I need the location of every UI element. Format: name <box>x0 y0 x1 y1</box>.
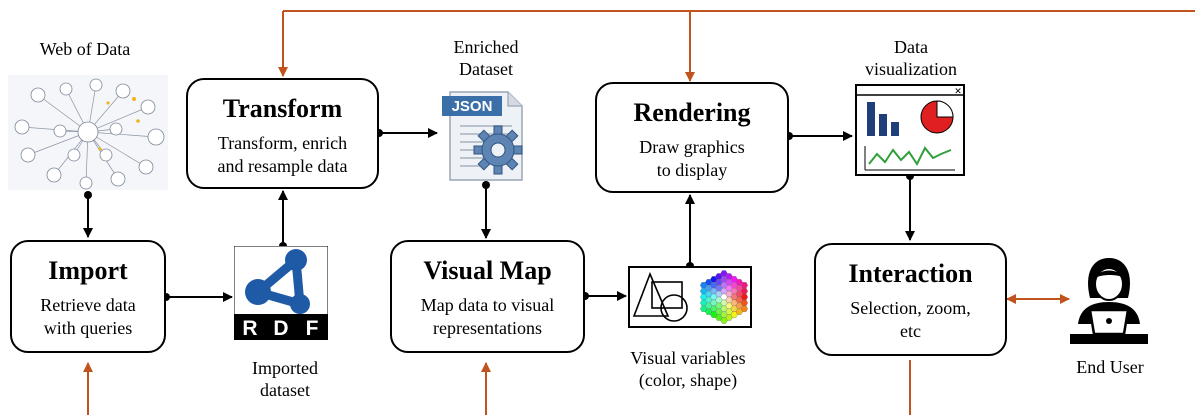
import-title: Import <box>48 256 128 285</box>
end-user-icon <box>1070 258 1148 344</box>
import-box: Import Retrieve data with queries <box>10 240 166 353</box>
interaction-box: Interaction Selection, zoom, etc <box>814 243 1007 356</box>
visual-map-box: Visual Map Map data to visual representa… <box>390 240 585 353</box>
visual-map-title: Visual Map <box>423 256 552 285</box>
rendering-desc-line1: Draw graphics <box>639 137 745 157</box>
visual-variables-label: Visual variables (color, shape) <box>608 347 768 391</box>
visual-map-desc-line2: representations <box>433 318 542 338</box>
visual-variables-icon <box>628 266 752 328</box>
imported-dataset-label: Imported dataset <box>225 357 345 401</box>
enriched-dataset-label: Enriched Dataset <box>426 36 546 80</box>
transform-desc-line2: and resample data <box>217 156 348 176</box>
rdf-letter-r: R <box>242 317 257 340</box>
rendering-title: Rendering <box>633 98 751 127</box>
import-desc-line2: with queries <box>43 318 133 338</box>
json-badge-text: JSON <box>452 98 493 115</box>
visual-variables-line1: Visual variables <box>630 348 746 368</box>
imported-dataset-line2: dataset <box>260 380 310 400</box>
feedback-lines <box>83 10 1195 415</box>
transform-title: Transform <box>222 94 343 123</box>
enriched-dataset-line2: Dataset <box>459 59 513 79</box>
enriched-dataset-line1: Enriched <box>453 37 519 57</box>
rdf-letter-d: D <box>273 317 288 340</box>
data-visualization-line1: Data <box>894 37 928 57</box>
json-gear-icon: JSON <box>442 91 523 181</box>
import-desc-line1: Retrieve data <box>40 295 136 315</box>
imported-dataset-line1: Imported <box>252 358 318 378</box>
end-user-label: End User <box>1076 357 1144 377</box>
visual-map-desc-line1: Map data to visual <box>420 295 555 315</box>
rendering-box: Rendering Draw graphics to display <box>595 82 789 193</box>
rendering-desc-line2: to display <box>656 160 728 180</box>
rdf-logo-icon: R D F <box>234 246 328 340</box>
interaction-desc-line1: Selection, zoom, <box>850 298 971 318</box>
color-hexagon-icon <box>700 270 748 324</box>
interaction-title: Interaction <box>848 259 973 288</box>
transform-box: Transform Transform, enrich and resample… <box>186 78 379 189</box>
visualization-window-icon: ✕ <box>855 84 965 176</box>
transform-desc-line1: Transform, enrich <box>217 133 348 153</box>
window-close-icon: ✕ <box>954 87 962 97</box>
data-visualization-label: Data visualization <box>846 36 976 80</box>
web-of-data-label: Web of Data <box>39 39 131 59</box>
interaction-desc-line2: etc <box>900 321 921 341</box>
web-of-data-graph-icon <box>8 75 168 190</box>
rdf-letter-f: F <box>306 317 319 340</box>
data-visualization-line2: visualization <box>865 59 957 79</box>
visual-variables-line2: (color, shape) <box>638 370 738 390</box>
